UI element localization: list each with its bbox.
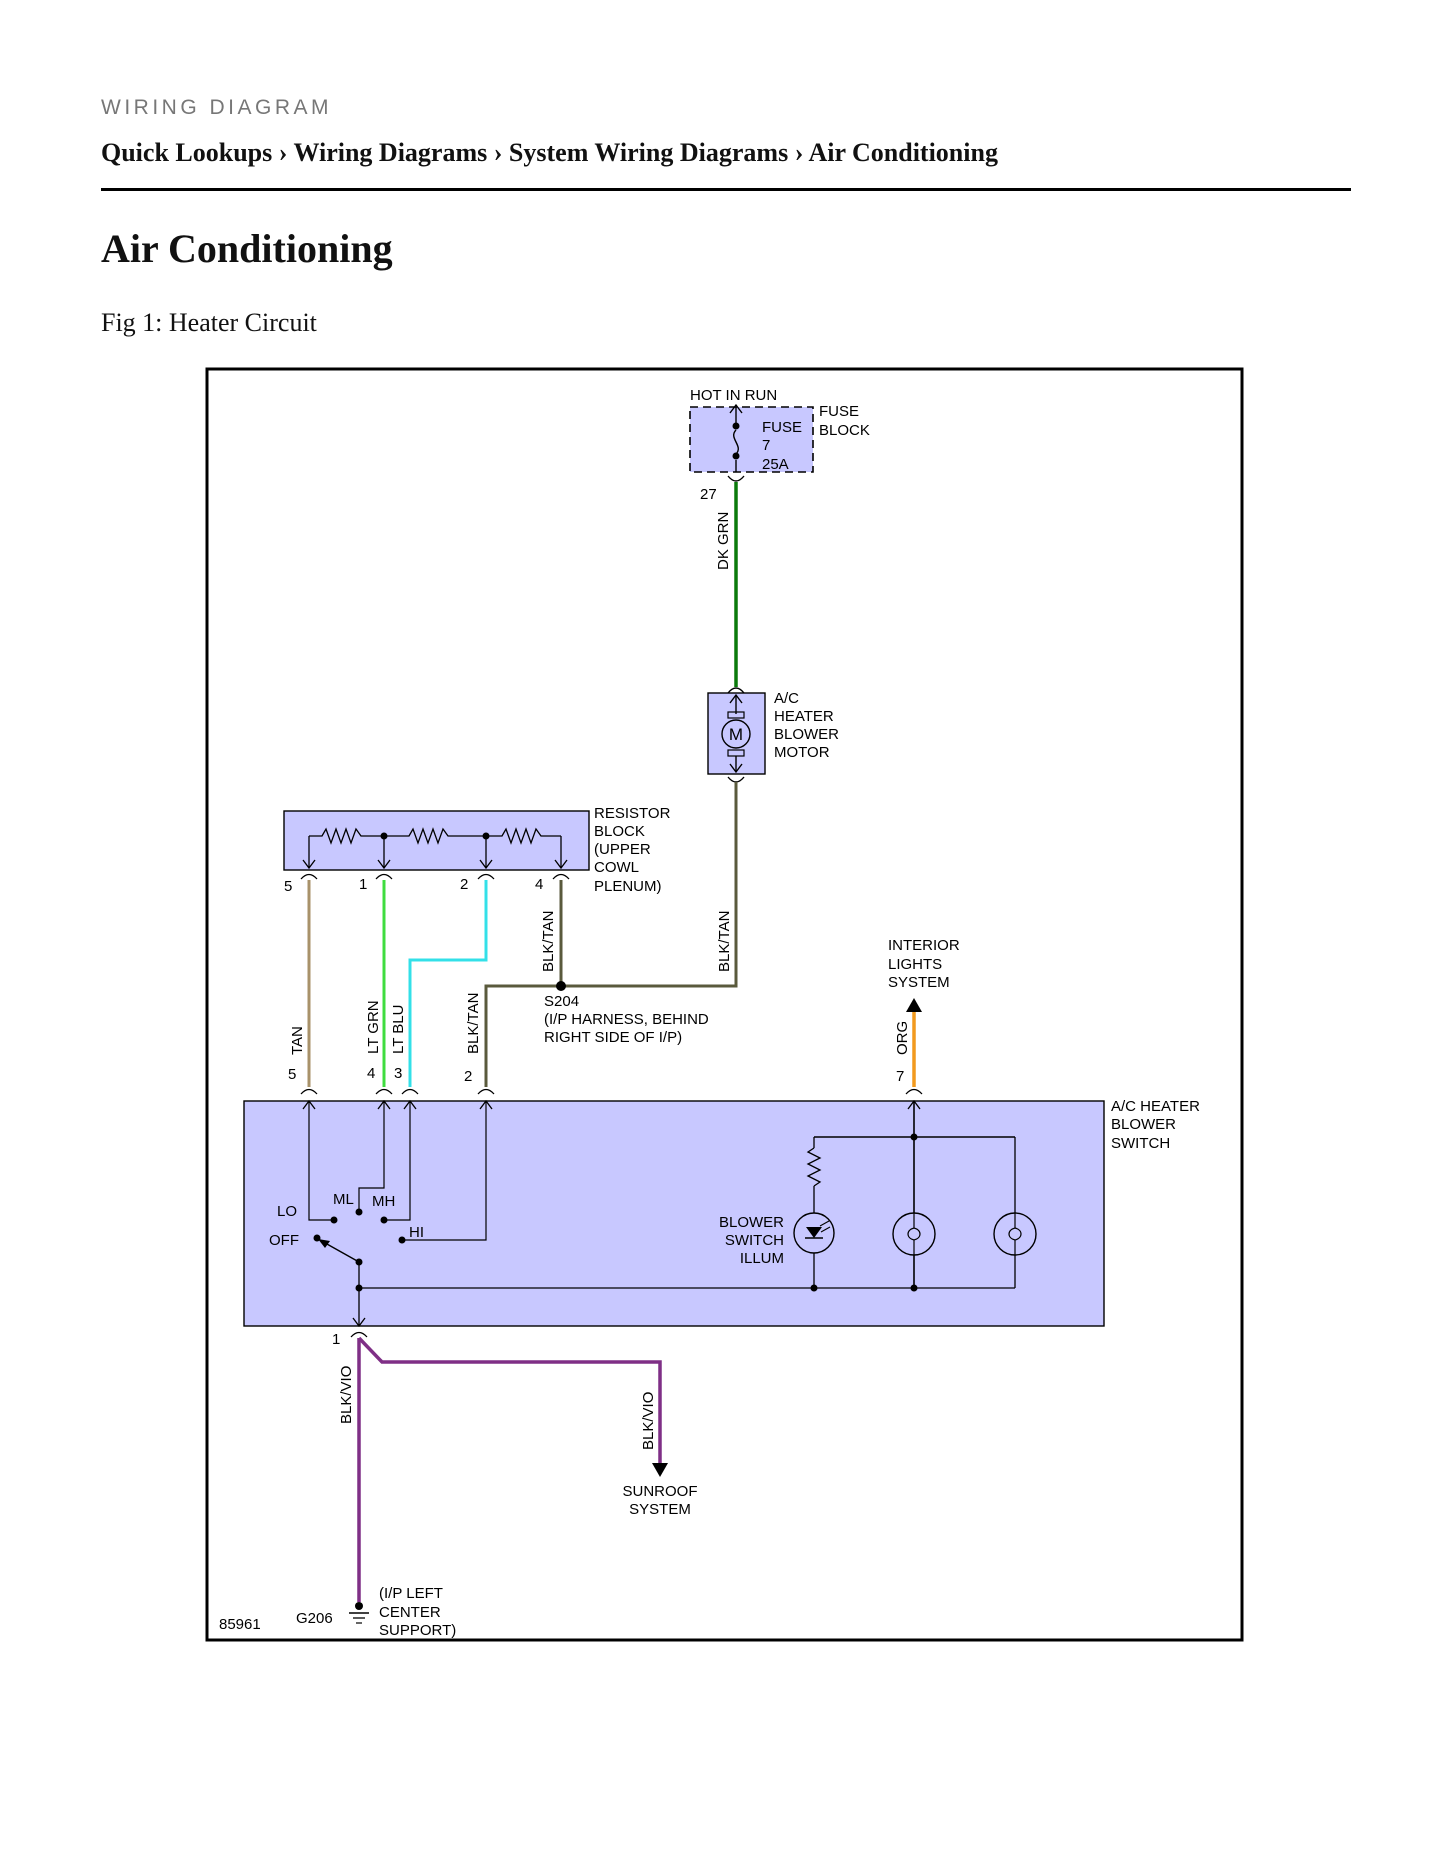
wire-label-lt-grn: LT GRN	[365, 1000, 382, 1054]
blower-motor-name-line-4: MOTOR	[774, 744, 830, 761]
breadcrumb: Quick Lookups › Wiring Diagrams › System…	[101, 138, 998, 168]
switch-name-line-1: A/C HEATER	[1111, 1098, 1200, 1115]
splice-id: S204	[544, 993, 579, 1010]
fuse-block-name-line-2: BLOCK	[819, 422, 870, 439]
resistor-pin-5: 5	[284, 878, 292, 895]
illum-label-line-3: ILLUM	[740, 1250, 784, 1267]
splice-location-line-2: RIGHT SIDE OF I/P)	[544, 1029, 682, 1046]
wire-label-lt-blu: LT BLU	[390, 1005, 407, 1054]
ground-location-line-3: SUPPORT)	[379, 1622, 456, 1639]
ground-g206: G206 (I/P LEFT CENTER SUPPORT)	[296, 1585, 456, 1639]
diagram-frame	[205, 367, 1244, 1642]
sunroof-arrow	[652, 1463, 668, 1477]
switch-position-lo: LO	[277, 1203, 297, 1220]
switch-position-mh: MH	[372, 1193, 395, 1210]
resistor-name-line-3: (UPPER	[594, 841, 651, 858]
wire-label-blk-tan-switch: BLK/TAN	[465, 993, 482, 1054]
fuse-rating: 25A	[762, 456, 789, 473]
wire-label-blk-vio-ground: BLK/VIO	[338, 1366, 355, 1424]
fuse-block-pin: 27	[700, 486, 717, 503]
section-kicker: WIRING DIAGRAM	[101, 96, 332, 119]
page-title: Air Conditioning	[101, 226, 393, 271]
sunroof-line-2: SYSTEM	[629, 1501, 691, 1518]
breadcrumb-air-conditioning[interactable]: Air Conditioning	[808, 138, 998, 167]
switch-name-line-2: BLOWER	[1111, 1116, 1176, 1133]
motor-symbol: M	[729, 725, 743, 744]
resistor-block: 5 1 2 4 RESISTOR BLOCK (UPPER COWL PLENU…	[283, 805, 671, 895]
blower-motor-name-line-2: HEATER	[774, 708, 834, 725]
switch-pin-2: 2	[464, 1068, 472, 1085]
interior-lights-line-2: LIGHTS	[888, 956, 942, 973]
fuse-block: HOT IN RUN FUSE 7 25A FUSE BLOCK 27	[689, 387, 870, 503]
switch-bottom-connector	[350, 1331, 368, 1338]
blower-motor-name-line-3: BLOWER	[774, 726, 839, 743]
interior-lights-line-3: SYSTEM	[888, 974, 950, 991]
wire-label-blk-tan-motor: BLK/TAN	[716, 911, 733, 972]
interior-lights-line-1: INTERIOR	[888, 937, 960, 954]
interior-lights-system: INTERIOR LIGHTS SYSTEM	[888, 937, 960, 1012]
motor-symbol-circle	[721, 719, 751, 749]
illum-label-line-1: BLOWER	[719, 1214, 784, 1231]
resistor-pin-2: 2	[460, 876, 468, 893]
switch-top-connectors: 5 4 3 2 7	[288, 1065, 923, 1095]
fuse-block-name-line-1: FUSE	[819, 403, 859, 420]
interior-lights-arrow	[906, 998, 922, 1012]
breadcrumb-quick-lookups[interactable]: Quick Lookups	[101, 138, 273, 167]
resistor-name-line-2: BLOCK	[594, 823, 645, 840]
ground-location-line-1: (I/P LEFT	[379, 1585, 443, 1602]
breadcrumb-separator: ›	[794, 138, 804, 167]
figure-id: 85961	[219, 1616, 261, 1633]
breadcrumb-system-wiring-diagrams[interactable]: System Wiring Diagrams	[508, 138, 789, 167]
wire-blk-tan-switch	[484, 984, 561, 1087]
switch-pin-3: 3	[394, 1065, 402, 1082]
switch-name-line-3: SWITCH	[1111, 1135, 1170, 1152]
blower-switch: A/C HEATER BLOWER SWITCH LO ML MH HI OFF	[243, 1098, 1200, 1328]
switch-position-hi: HI	[409, 1224, 424, 1241]
blower-motor-name-line-1: A/C	[774, 690, 799, 707]
wire-blk-tan-motor	[561, 782, 738, 988]
switch-bottom-pin: 1	[332, 1331, 340, 1348]
breadcrumb-separator: ›	[278, 138, 288, 167]
blower-switch-box	[243, 1100, 1105, 1327]
sunroof-system: SUNROOF SYSTEM	[623, 1463, 698, 1518]
resistor-pin-1: 1	[359, 876, 367, 893]
wire-label-org: ORG	[894, 1021, 911, 1055]
resistor-name-line-4: COWL	[594, 859, 639, 876]
illum-label-line-2: SWITCH	[725, 1232, 784, 1249]
fuse-block-box	[689, 406, 814, 473]
ground-location-line-2: CENTER	[379, 1604, 441, 1621]
splice-location-line-1: (I/P HARNESS, BEHIND	[544, 1011, 709, 1028]
wire-lt-blu	[408, 880, 488, 1087]
fuse-number: 7	[762, 437, 770, 454]
switch-pin-4: 4	[367, 1065, 375, 1082]
wire-label-blk-tan-resistor: BLK/TAN	[540, 911, 557, 972]
wire-label-tan: TAN	[289, 1026, 306, 1055]
switch-pin-5: 5	[288, 1066, 296, 1083]
switch-pin-7: 7	[896, 1068, 904, 1085]
wire-label-blk-vio-sunroof: BLK/VIO	[640, 1392, 657, 1450]
breadcrumb-wiring-diagrams[interactable]: Wiring Diagrams	[293, 138, 488, 167]
breadcrumb-separator: ›	[493, 138, 503, 167]
fuse-label: FUSE	[762, 419, 802, 436]
figure-caption: Fig 1: Heater Circuit	[101, 308, 317, 337]
ground-id: G206	[296, 1610, 333, 1627]
switch-position-ml: ML	[333, 1191, 354, 1208]
hot-in-run-label: HOT IN RUN	[690, 387, 777, 404]
resistor-name-line-5: PLENUM)	[594, 878, 662, 895]
header-divider	[101, 188, 1351, 191]
resistor-name-line-1: RESISTOR	[594, 805, 671, 822]
blower-motor: M A/C HEATER BLOWER MOTOR	[707, 687, 839, 783]
wire-label-dk-grn: DK GRN	[715, 512, 732, 570]
resistor-pin-4: 4	[535, 876, 543, 893]
sunroof-line-1: SUNROOF	[623, 1483, 698, 1500]
wire-blk-vio-sunroof	[357, 1336, 662, 1463]
splice-s204: S204 (I/P HARNESS, BEHIND RIGHT SIDE OF …	[544, 981, 709, 1046]
switch-position-off: OFF	[269, 1232, 299, 1249]
